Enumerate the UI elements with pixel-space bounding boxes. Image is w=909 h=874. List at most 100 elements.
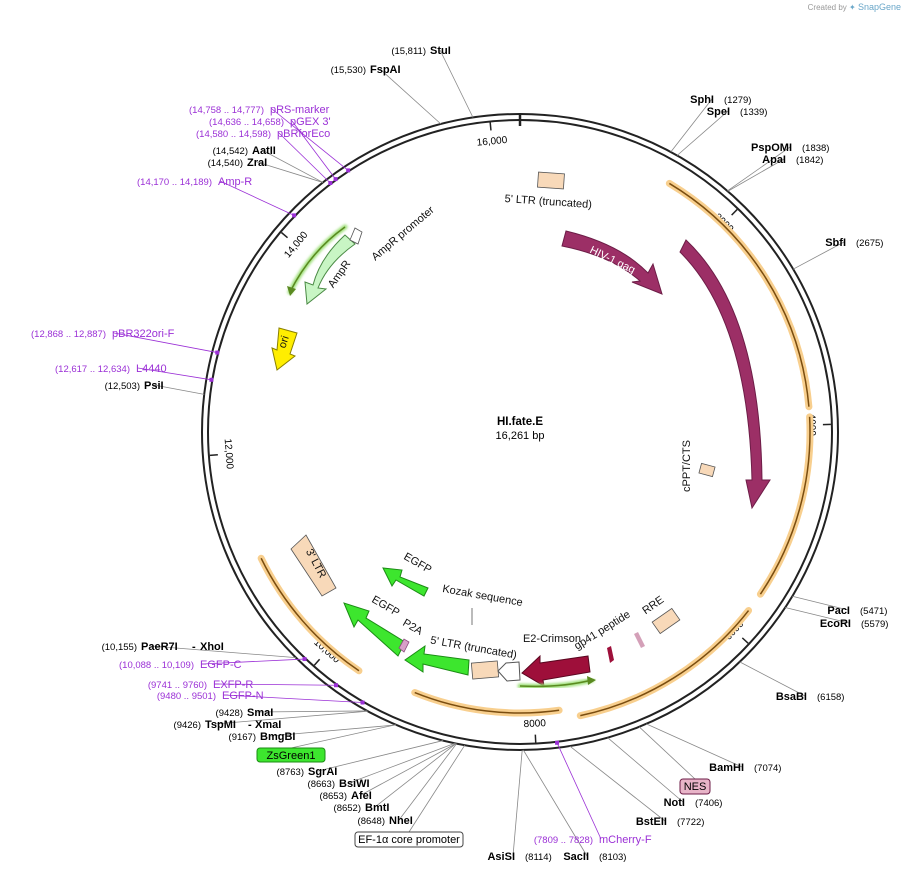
site-bamhi[interactable]: BamHI(7074) bbox=[709, 762, 781, 774]
feature-cppt[interactable]: cPPT/CTS bbox=[681, 440, 716, 492]
site-zrai[interactable]: (14,540)ZraI bbox=[208, 157, 268, 169]
feature-ampr-promoter[interactable]: AmpR promoter bbox=[349, 204, 437, 263]
tick-label: 8000 bbox=[523, 718, 546, 730]
site-position: (1339) bbox=[740, 107, 767, 118]
box-leader bbox=[290, 724, 396, 749]
feature-5ltr-top[interactable]: 5' LTR (truncated) bbox=[504, 171, 592, 211]
tick-label: 12,000 bbox=[222, 438, 235, 470]
nes-box[interactable]: NES bbox=[679, 778, 711, 795]
primer-exfp-r[interactable]: (9741 .. 9760)EXFP-R bbox=[148, 679, 254, 691]
site-spei[interactable]: SpeI(1339) bbox=[707, 106, 768, 118]
orf-arc[interactable] bbox=[580, 610, 750, 717]
site-tspmi[interactable]: (9426)TspMI bbox=[174, 719, 236, 731]
feature-e2crimson[interactable]: E2-Crimson bbox=[521, 633, 591, 687]
primer-pgex-3-[interactable]: (14,636 .. 14,658)pGEX 3' bbox=[209, 116, 331, 128]
orf-glow bbox=[756, 413, 814, 598]
primer-pbrforeco[interactable]: (14,580 .. 14,598)pBRforEco bbox=[196, 128, 330, 140]
primer-marker bbox=[334, 683, 339, 688]
feature-egfp-lower[interactable]: EGFP bbox=[343, 594, 406, 657]
site-psii[interactable]: (12,503)PsiI bbox=[105, 380, 164, 392]
site-sgrai[interactable]: (8763)SgrAI bbox=[277, 766, 338, 778]
primer-marker bbox=[555, 740, 560, 745]
site-position: (6158) bbox=[817, 692, 844, 703]
site-paci[interactable]: PacI(5471) bbox=[827, 605, 887, 617]
site-asisi[interactable]: AsiSI(8114) bbox=[487, 851, 551, 863]
primer-l4440[interactable]: (12,617 .. 12,634)L4440 bbox=[55, 363, 167, 375]
feature-rre[interactable]: RRE bbox=[640, 594, 681, 635]
feature-3ltr[interactable]: 3' LTR bbox=[290, 534, 337, 597]
site-name: BmgBI bbox=[260, 731, 295, 743]
orf-arc[interactable] bbox=[260, 557, 360, 672]
ef1a-label: EF-1α core promoter bbox=[358, 834, 460, 846]
nes-label: NES bbox=[684, 781, 707, 793]
orf-arc[interactable] bbox=[759, 416, 811, 595]
site-sphi[interactable]: SphI(1279) bbox=[690, 94, 751, 106]
site-leader bbox=[398, 743, 457, 821]
feature-p2a[interactable]: P2A bbox=[398, 617, 425, 653]
feature-kozak-label: Kozak sequence bbox=[441, 583, 523, 609]
site-position: (1279) bbox=[724, 95, 751, 106]
feature-egfp-mid[interactable] bbox=[404, 644, 470, 676]
primer-amp-r[interactable]: (14,170 .. 14,189) Amp-R bbox=[137, 176, 252, 188]
feature-ampr[interactable]: AmpR bbox=[304, 234, 356, 305]
site-stui[interactable]: (15,811)StuI bbox=[391, 45, 450, 57]
site-xhoi[interactable]: XhoI bbox=[200, 641, 224, 653]
feature-egfp-upper[interactable]: EGFP bbox=[382, 551, 433, 597]
feature-ori[interactable]: ori bbox=[271, 327, 298, 371]
primer-marker bbox=[328, 181, 333, 186]
site-noti[interactable]: NotI(7406) bbox=[664, 797, 723, 809]
zsgreen1-label: ZsGreen1 bbox=[267, 750, 316, 762]
site-name: AfeI bbox=[351, 790, 372, 802]
site-name: SacII bbox=[563, 851, 589, 863]
site-nhei[interactable]: (8648)NheI bbox=[358, 815, 413, 827]
site-name: BsaBI bbox=[776, 691, 807, 703]
orf-arc[interactable] bbox=[668, 182, 810, 407]
site-bmgbi[interactable]: (9167)BmgBI bbox=[229, 731, 296, 743]
primer-egfp-n[interactable]: (9480 .. 9501)EGFP-N bbox=[157, 690, 264, 702]
site-leader bbox=[607, 737, 684, 803]
site-xmai[interactable]: XmaI bbox=[255, 719, 281, 731]
site-dash: - bbox=[192, 641, 196, 653]
ef1a-box[interactable]: EF-1α core promoter bbox=[354, 831, 464, 848]
primer-range: (14,170 .. 14,189) bbox=[137, 177, 212, 188]
site-pspomi[interactable]: PspOMI(1838) bbox=[751, 142, 829, 154]
primer-range: (12,868 .. 12,887) bbox=[31, 329, 106, 340]
primer-egfp-c[interactable]: (10,088 .. 10,109)EGFP-C bbox=[119, 659, 242, 671]
site-smai[interactable]: (9428)SmaI bbox=[216, 707, 274, 719]
site-bsiwi[interactable]: (8663) BsiWI bbox=[308, 778, 370, 790]
zsgreen1-box[interactable]: ZsGreen1 bbox=[256, 747, 326, 763]
site-name: BsiWI bbox=[339, 778, 370, 790]
site-aatii[interactable]: (14,542)AatII bbox=[213, 145, 276, 157]
site-afei[interactable]: (8653)AfeI bbox=[320, 790, 372, 802]
site-ecori[interactable]: EcoRI(5579) bbox=[820, 618, 889, 630]
orf-arc[interactable] bbox=[414, 691, 560, 714]
primer-pbr322ori-f[interactable]: (12,868 .. 12,887)pBR322ori-F bbox=[31, 328, 175, 340]
site-name: BmtI bbox=[365, 802, 389, 814]
site-bmti[interactable]: (8652)BmtI bbox=[334, 802, 390, 814]
feature-gp41[interactable]: gp41 peptide bbox=[572, 609, 645, 663]
feature-hiv1-gag[interactable]: HIV-1 gag bbox=[561, 230, 663, 295]
site-position: (5471) bbox=[860, 606, 887, 617]
primer-marker bbox=[360, 700, 365, 705]
site-position: (8663) bbox=[308, 779, 335, 790]
site-name: AsiSI bbox=[487, 851, 515, 863]
site-sbfi[interactable]: SbfI(2675) bbox=[825, 237, 883, 249]
orf-glow bbox=[665, 179, 813, 411]
primer-name: Amp-R bbox=[218, 176, 252, 188]
feature-gp41-label: gp41 peptide bbox=[572, 609, 632, 653]
primer-range: (9480 .. 9501) bbox=[157, 691, 216, 702]
site-sacii[interactable]: SacII(8103) bbox=[563, 851, 626, 863]
site-fspai[interactable]: (15,530)FspAI bbox=[331, 64, 401, 76]
site-name: SmaI bbox=[247, 707, 273, 719]
site-bsabi[interactable]: BsaBI (6158) bbox=[776, 691, 845, 703]
site-paer7i[interactable]: (10,155)PaeR7I bbox=[102, 641, 178, 653]
site-leader bbox=[792, 595, 849, 611]
primer-prs-marker[interactable]: (14,758 .. 14,777)pRS-marker bbox=[189, 104, 330, 116]
site-leader bbox=[646, 723, 743, 768]
site-leader bbox=[670, 98, 713, 153]
site-bsteii[interactable]: BstEII(7722) bbox=[636, 816, 705, 828]
site-apai[interactable]: ApaI(1842) bbox=[762, 154, 823, 166]
feature-hiv1-pol[interactable]: HIV-1 pol bbox=[679, 239, 771, 510]
primer-mcherry-f[interactable]: (7809 .. 7828)mCherry-F bbox=[534, 834, 652, 846]
